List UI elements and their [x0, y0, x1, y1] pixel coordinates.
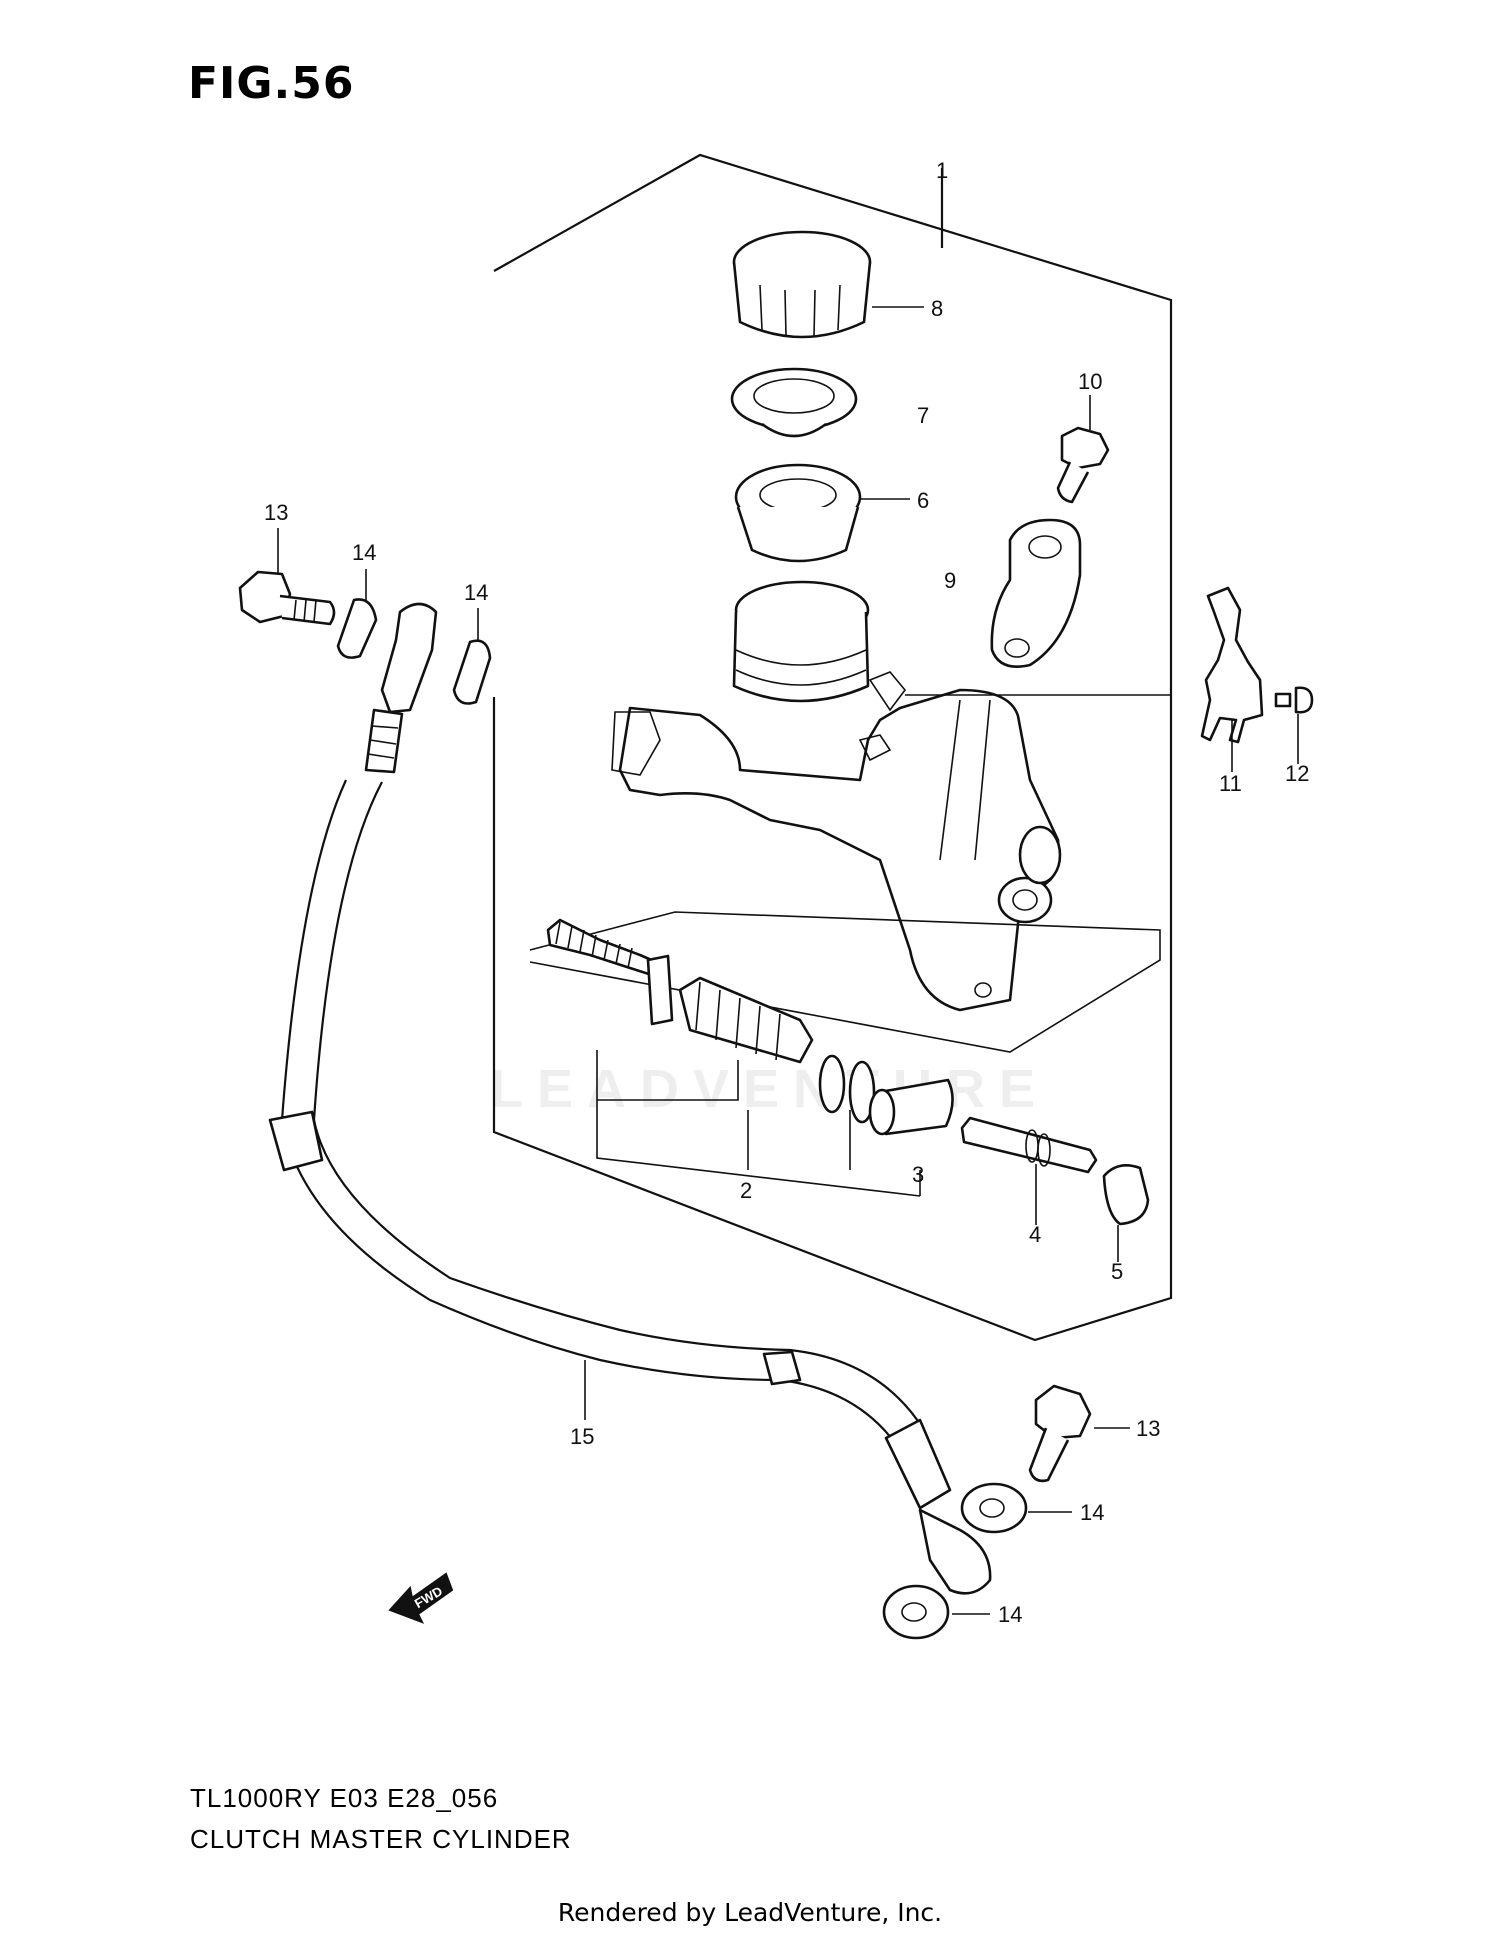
- banjo-bolt-left-part: [238, 528, 336, 626]
- callout-15: 15: [570, 1424, 594, 1449]
- callout-6: 6: [917, 488, 929, 513]
- callout-13-right: 13: [1136, 1416, 1160, 1441]
- callout-9: 9: [944, 568, 956, 593]
- figure-title: FIG.56: [188, 58, 355, 109]
- push-rod-part: [960, 1116, 1098, 1225]
- clamp-bolt-part: [1056, 395, 1110, 504]
- master-cylinder-body: [611, 580, 1170, 1012]
- figure-name: CLUTCH MASTER CYLINDER: [190, 1824, 572, 1854]
- piston-kit-part: [529, 911, 1161, 1197]
- callout-12: 12: [1285, 761, 1309, 786]
- forward-arrow-icon: FWD: [388, 1572, 454, 1624]
- plate-part: [730, 367, 858, 438]
- holder-part: [990, 518, 1082, 668]
- washer-left-2-part: [452, 608, 492, 705]
- callout-14-left-2: 14: [464, 580, 488, 605]
- assembly-outline: [492, 153, 1173, 1342]
- callout-14-left-1: 14: [352, 540, 376, 565]
- render-credit: Rendered by LeadVenture, Inc.: [557, 1898, 943, 1927]
- switch-screw-part: [1274, 686, 1314, 764]
- washer-left-1-part: [336, 569, 378, 659]
- callout-7: 7: [917, 403, 929, 428]
- diaphragm-part: [734, 463, 910, 563]
- callout-13-left: 13: [264, 500, 288, 525]
- callout-8: 8: [931, 296, 943, 321]
- callout-14-right-2: 14: [998, 1602, 1022, 1627]
- callout-10: 10: [1078, 369, 1102, 394]
- reservoir-cap-part: [732, 230, 924, 339]
- washer-right-1-part: [960, 1482, 1072, 1534]
- callout-11: 11: [1219, 771, 1242, 796]
- switch-clip-part: [1200, 586, 1264, 772]
- callout-5: 5: [1111, 1259, 1123, 1284]
- washer-right-2-part: [882, 1584, 990, 1640]
- callout-14-right-1: 14: [1080, 1500, 1104, 1525]
- callout-3: 3: [912, 1162, 924, 1187]
- callout-4: 4: [1029, 1222, 1041, 1247]
- boot-part: [1102, 1164, 1150, 1262]
- callout-1: 1: [936, 158, 948, 183]
- banjo-bolt-right-part: [1028, 1384, 1130, 1483]
- model-code: TL1000RY E03 E28_056: [190, 1783, 499, 1813]
- callout-2: 2: [740, 1178, 752, 1203]
- clutch-hose-part: [268, 602, 992, 1595]
